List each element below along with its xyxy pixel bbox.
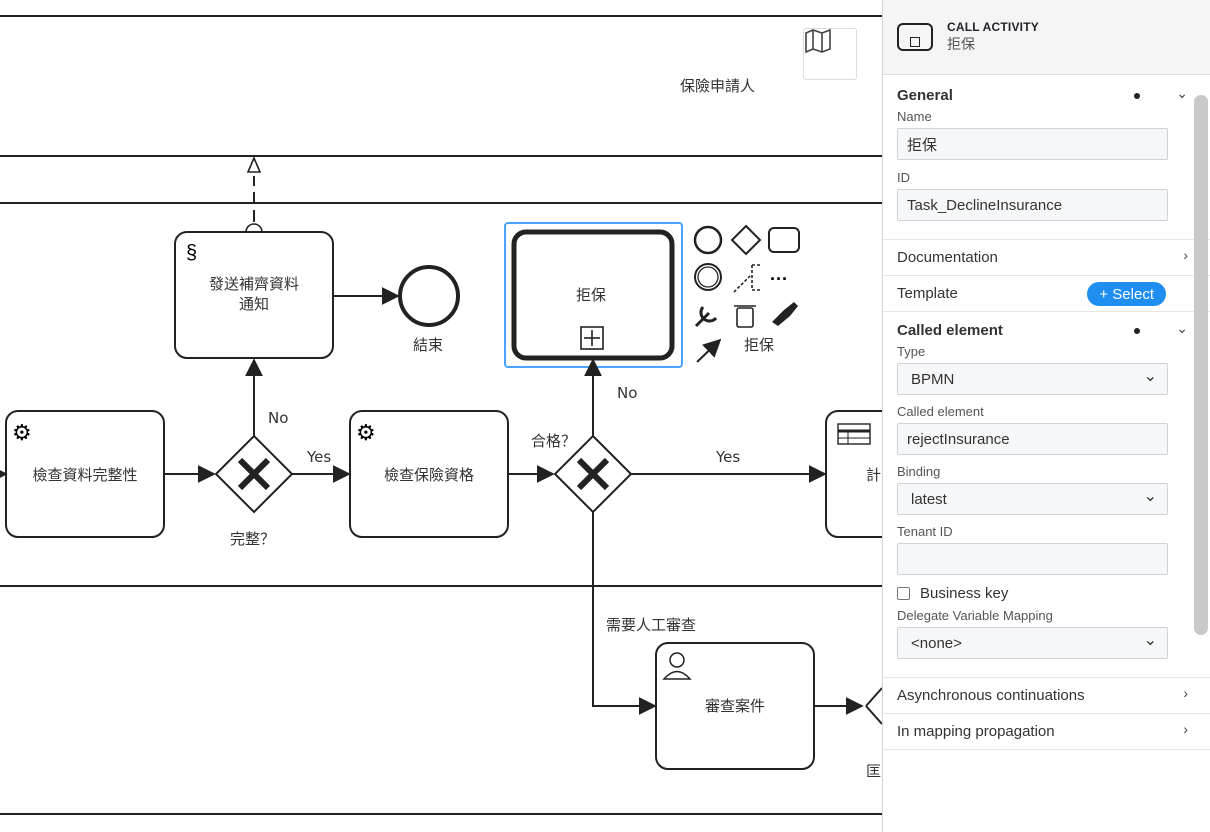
section-title: Template	[897, 285, 958, 302]
flow-label: Yes	[306, 448, 331, 466]
called-element-label: Called element	[897, 404, 984, 419]
section-template-header: Template + Select	[883, 276, 1210, 312]
element-name: 拒保	[947, 36, 975, 52]
lane-borders	[0, 15, 882, 815]
task-check-data[interactable]: ⚙ 檢查資料完整性	[5, 410, 165, 538]
lane-label: 保險申請人	[680, 77, 755, 95]
business-key-checkbox[interactable]	[897, 587, 910, 600]
name-label: Name	[897, 109, 932, 124]
binding-select[interactable]: latest	[897, 483, 1168, 515]
section-title: Called element	[897, 321, 1003, 339]
dot-icon	[1134, 93, 1140, 99]
user-icon	[669, 652, 685, 668]
text-annotation-icon	[733, 264, 760, 293]
called-element-field[interactable]: rejectInsurance	[897, 423, 1168, 455]
message-flow[interactable]	[245, 155, 263, 241]
id-field[interactable]: Task_DeclineInsurance	[897, 189, 1168, 221]
name-field[interactable]: 拒保	[897, 128, 1168, 160]
gear-icon: ⚙	[12, 420, 32, 445]
task-check-eligibility[interactable]: ⚙ 檢查保險資格	[349, 410, 509, 538]
section-title: Asynchronous continuations	[897, 687, 1085, 704]
task-send-notice[interactable]: § 發送補齊資料通知	[174, 231, 334, 359]
script-icon: §	[186, 242, 197, 264]
wrench-icon	[694, 306, 718, 328]
panel-header: CALL ACTIVITY 拒保	[883, 0, 1210, 75]
flow-label: Yes	[715, 448, 740, 466]
end-event[interactable]	[398, 265, 460, 327]
tenant-id-field[interactable]	[897, 543, 1168, 575]
color-brush-icon	[772, 302, 798, 326]
panel-scrollbar[interactable]	[1194, 95, 1208, 635]
append-task-icon	[768, 227, 800, 253]
element-type: CALL ACTIVITY	[947, 20, 1039, 34]
section-called-element-header[interactable]: Called element ⌄	[883, 312, 1210, 348]
section-title: In mapping propagation	[897, 723, 1055, 740]
task-label: 審查案件	[705, 697, 765, 715]
select-template-button[interactable]: + Select	[1087, 282, 1166, 306]
append-gateway-icon	[730, 224, 762, 256]
section-async-header[interactable]: Asynchronous continuations ›	[883, 678, 1210, 714]
gear-icon: ⚙	[356, 420, 376, 445]
task-label: 檢查保險資格	[384, 466, 474, 484]
minimap-toggle-button[interactable]	[803, 28, 857, 80]
properties-panel: CALL ACTIVITY 拒保 General ⌄ Name 拒保 ID Ta…	[882, 0, 1210, 832]
call-activity-icon	[897, 23, 933, 51]
task-partial[interactable]: 計	[825, 410, 882, 538]
chevron-right-icon[interactable]: ›	[1183, 247, 1188, 263]
chevron-right-icon[interactable]: ›	[1183, 721, 1188, 737]
type-select[interactable]: BPMN	[897, 363, 1168, 395]
chevron-down-icon[interactable]: ⌄	[1176, 320, 1188, 336]
flow-manual[interactable]	[592, 512, 657, 715]
end-event-label: 結束	[413, 336, 443, 354]
context-pad-label: 拒保	[744, 336, 774, 354]
delegate-select[interactable]: <none>	[897, 627, 1168, 659]
delegate-label: Delegate Variable Mapping	[897, 608, 1053, 623]
more-icon: ···	[770, 269, 788, 289]
type-label: Type	[897, 344, 926, 359]
tenant-label: Tenant ID	[897, 524, 953, 539]
map-icon	[805, 29, 831, 53]
section-title: General	[897, 86, 953, 104]
binding-label: Binding	[897, 464, 941, 479]
partial-gateway	[865, 687, 882, 725]
delete-icon	[736, 307, 754, 328]
table-icon	[837, 423, 871, 445]
task-decline[interactable]: 拒保	[504, 222, 683, 368]
cut-label: 匡	[866, 762, 881, 780]
connect-icon	[696, 338, 722, 363]
id-label: ID	[897, 170, 910, 185]
append-intermediate-event-icon	[694, 263, 722, 291]
append-end-event-icon	[693, 225, 723, 255]
section-title: Documentation	[897, 249, 998, 266]
task-label: 拒保	[576, 286, 606, 304]
section-documentation-header[interactable]: Documentation ›	[883, 240, 1210, 276]
chevron-down-icon[interactable]: ⌄	[1176, 85, 1188, 101]
section-general-header[interactable]: General ⌄	[883, 77, 1210, 113]
task-label: 發送補齊資料通知	[209, 275, 299, 313]
section-in-mapping-header[interactable]: In mapping propagation ›	[883, 714, 1210, 750]
business-key-row[interactable]: Business key	[883, 585, 1210, 602]
flow-label: No	[268, 409, 288, 427]
gateway-label: 合格？	[531, 432, 576, 450]
dot-icon	[1134, 328, 1140, 334]
flow-label: 需要人工審查	[606, 616, 696, 634]
task-label: 檢查資料完整性	[32, 466, 137, 484]
task-label: 計	[866, 466, 881, 484]
flow-label: No	[617, 384, 637, 402]
chevron-right-icon[interactable]: ›	[1183, 685, 1188, 701]
diagram-canvas[interactable]: 保險申請人 § 發送補齊資料通知 結束 拒保 ···	[0, 0, 882, 832]
context-pad[interactable]: ···	[693, 224, 800, 363]
business-key-label: Business key	[920, 585, 1009, 602]
gateway-complete[interactable]	[214, 434, 294, 514]
task-review[interactable]: 審查案件	[655, 642, 815, 770]
gateway-label: 完整？	[230, 530, 275, 548]
collapsed-marker-icon	[580, 326, 604, 350]
